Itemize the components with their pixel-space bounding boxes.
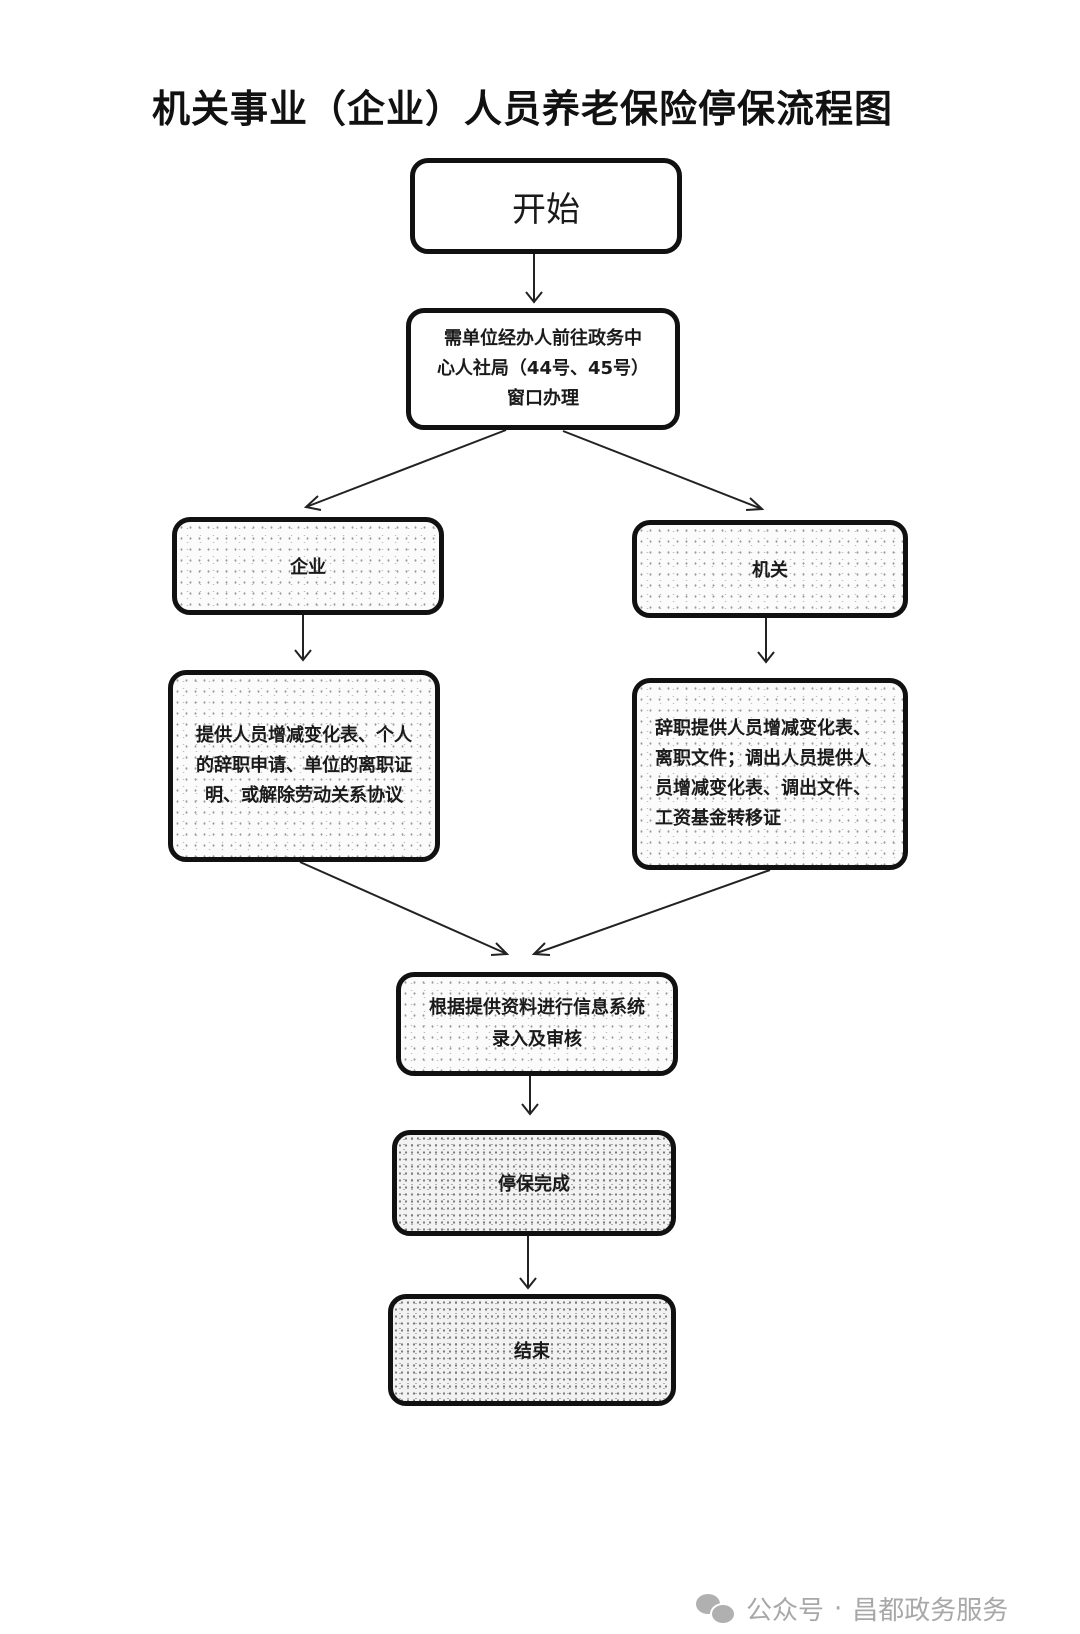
wechat-icon xyxy=(696,1593,736,1625)
node-agency-docs-line-3: 员增减变化表、调出文件、 xyxy=(655,778,871,799)
node-government-agency: 机关 xyxy=(632,520,908,618)
node-review-line-2: 录入及审核 xyxy=(492,1029,582,1050)
node-agency-docs-line-2: 离职文件；调出人员提供人 xyxy=(655,748,871,769)
node-start: 开始 xyxy=(410,158,682,254)
node-end: 结束 xyxy=(388,1294,676,1406)
node-agency-documents: 辞职提供人员增减变化表、 离职文件；调出人员提供人 员增减变化表、调出文件、 工… xyxy=(632,678,908,870)
edge-window-to-qiye xyxy=(303,429,507,511)
node-system-entry-review: 根据提供资料进行信息系统 录入及审核 xyxy=(396,972,678,1076)
node-done-text: 停保完成 xyxy=(498,1174,570,1195)
edge-done-to-end xyxy=(519,1236,537,1290)
watermark-separator: · xyxy=(834,1593,843,1624)
node-enterprise-docs-line-2: 的辞职申请、单位的离职证 xyxy=(196,755,412,776)
node-suspension-complete: 停保完成 xyxy=(392,1130,676,1236)
node-window-line-2: 心人社局（44号、45号） xyxy=(436,358,650,379)
node-enterprise-documents: 提供人员增减变化表、个人 的辞职申请、单位的离职证 明、或解除劳动关系协议 xyxy=(168,670,440,862)
node-end-text: 结束 xyxy=(514,1341,550,1362)
edge-jiguan-to-jiguan-docs xyxy=(757,618,775,664)
edge-start-to-window xyxy=(525,254,543,304)
diagram-title: 机关事业（企业）人员养老保险停保流程图 xyxy=(152,87,894,131)
node-agency-docs-line-1: 辞职提供人员增减变化表、 xyxy=(655,718,871,739)
node-enterprise-docs-line-3: 明、或解除劳动关系协议 xyxy=(205,785,403,806)
edge-review-to-done xyxy=(521,1076,539,1116)
node-enterprise-docs-line-1: 提供人员增减变化表、个人 xyxy=(196,725,412,746)
node-agency-docs-line-4: 工资基金转移证 xyxy=(655,808,781,829)
watermark: 公众号 · 昌都政务服务 xyxy=(696,1590,1008,1627)
node-government-agency-text: 机关 xyxy=(752,560,788,581)
edge-qiye-to-qiye-docs xyxy=(294,615,312,662)
watermark-account: 昌都政务服务 xyxy=(852,1596,1009,1626)
node-window-line-1: 需单位经办人前往政务中 xyxy=(443,328,642,349)
edge-qiye-docs-to-review xyxy=(299,861,510,956)
watermark-label: 公众号 xyxy=(746,1596,825,1626)
node-review-line-1: 根据提供资料进行信息系统 xyxy=(429,997,645,1018)
node-window-handling: 需单位经办人前往政务中 心人社局（44号、45号） 窗口办理 xyxy=(406,308,680,430)
edge-jiguan-docs-to-review xyxy=(531,869,771,956)
node-window-line-3: 窗口办理 xyxy=(506,388,579,409)
edge-window-to-jiguan xyxy=(562,430,765,511)
node-start-text: 开始 xyxy=(512,189,580,230)
node-enterprise: 企业 xyxy=(172,517,444,615)
node-enterprise-text: 企业 xyxy=(290,557,326,578)
